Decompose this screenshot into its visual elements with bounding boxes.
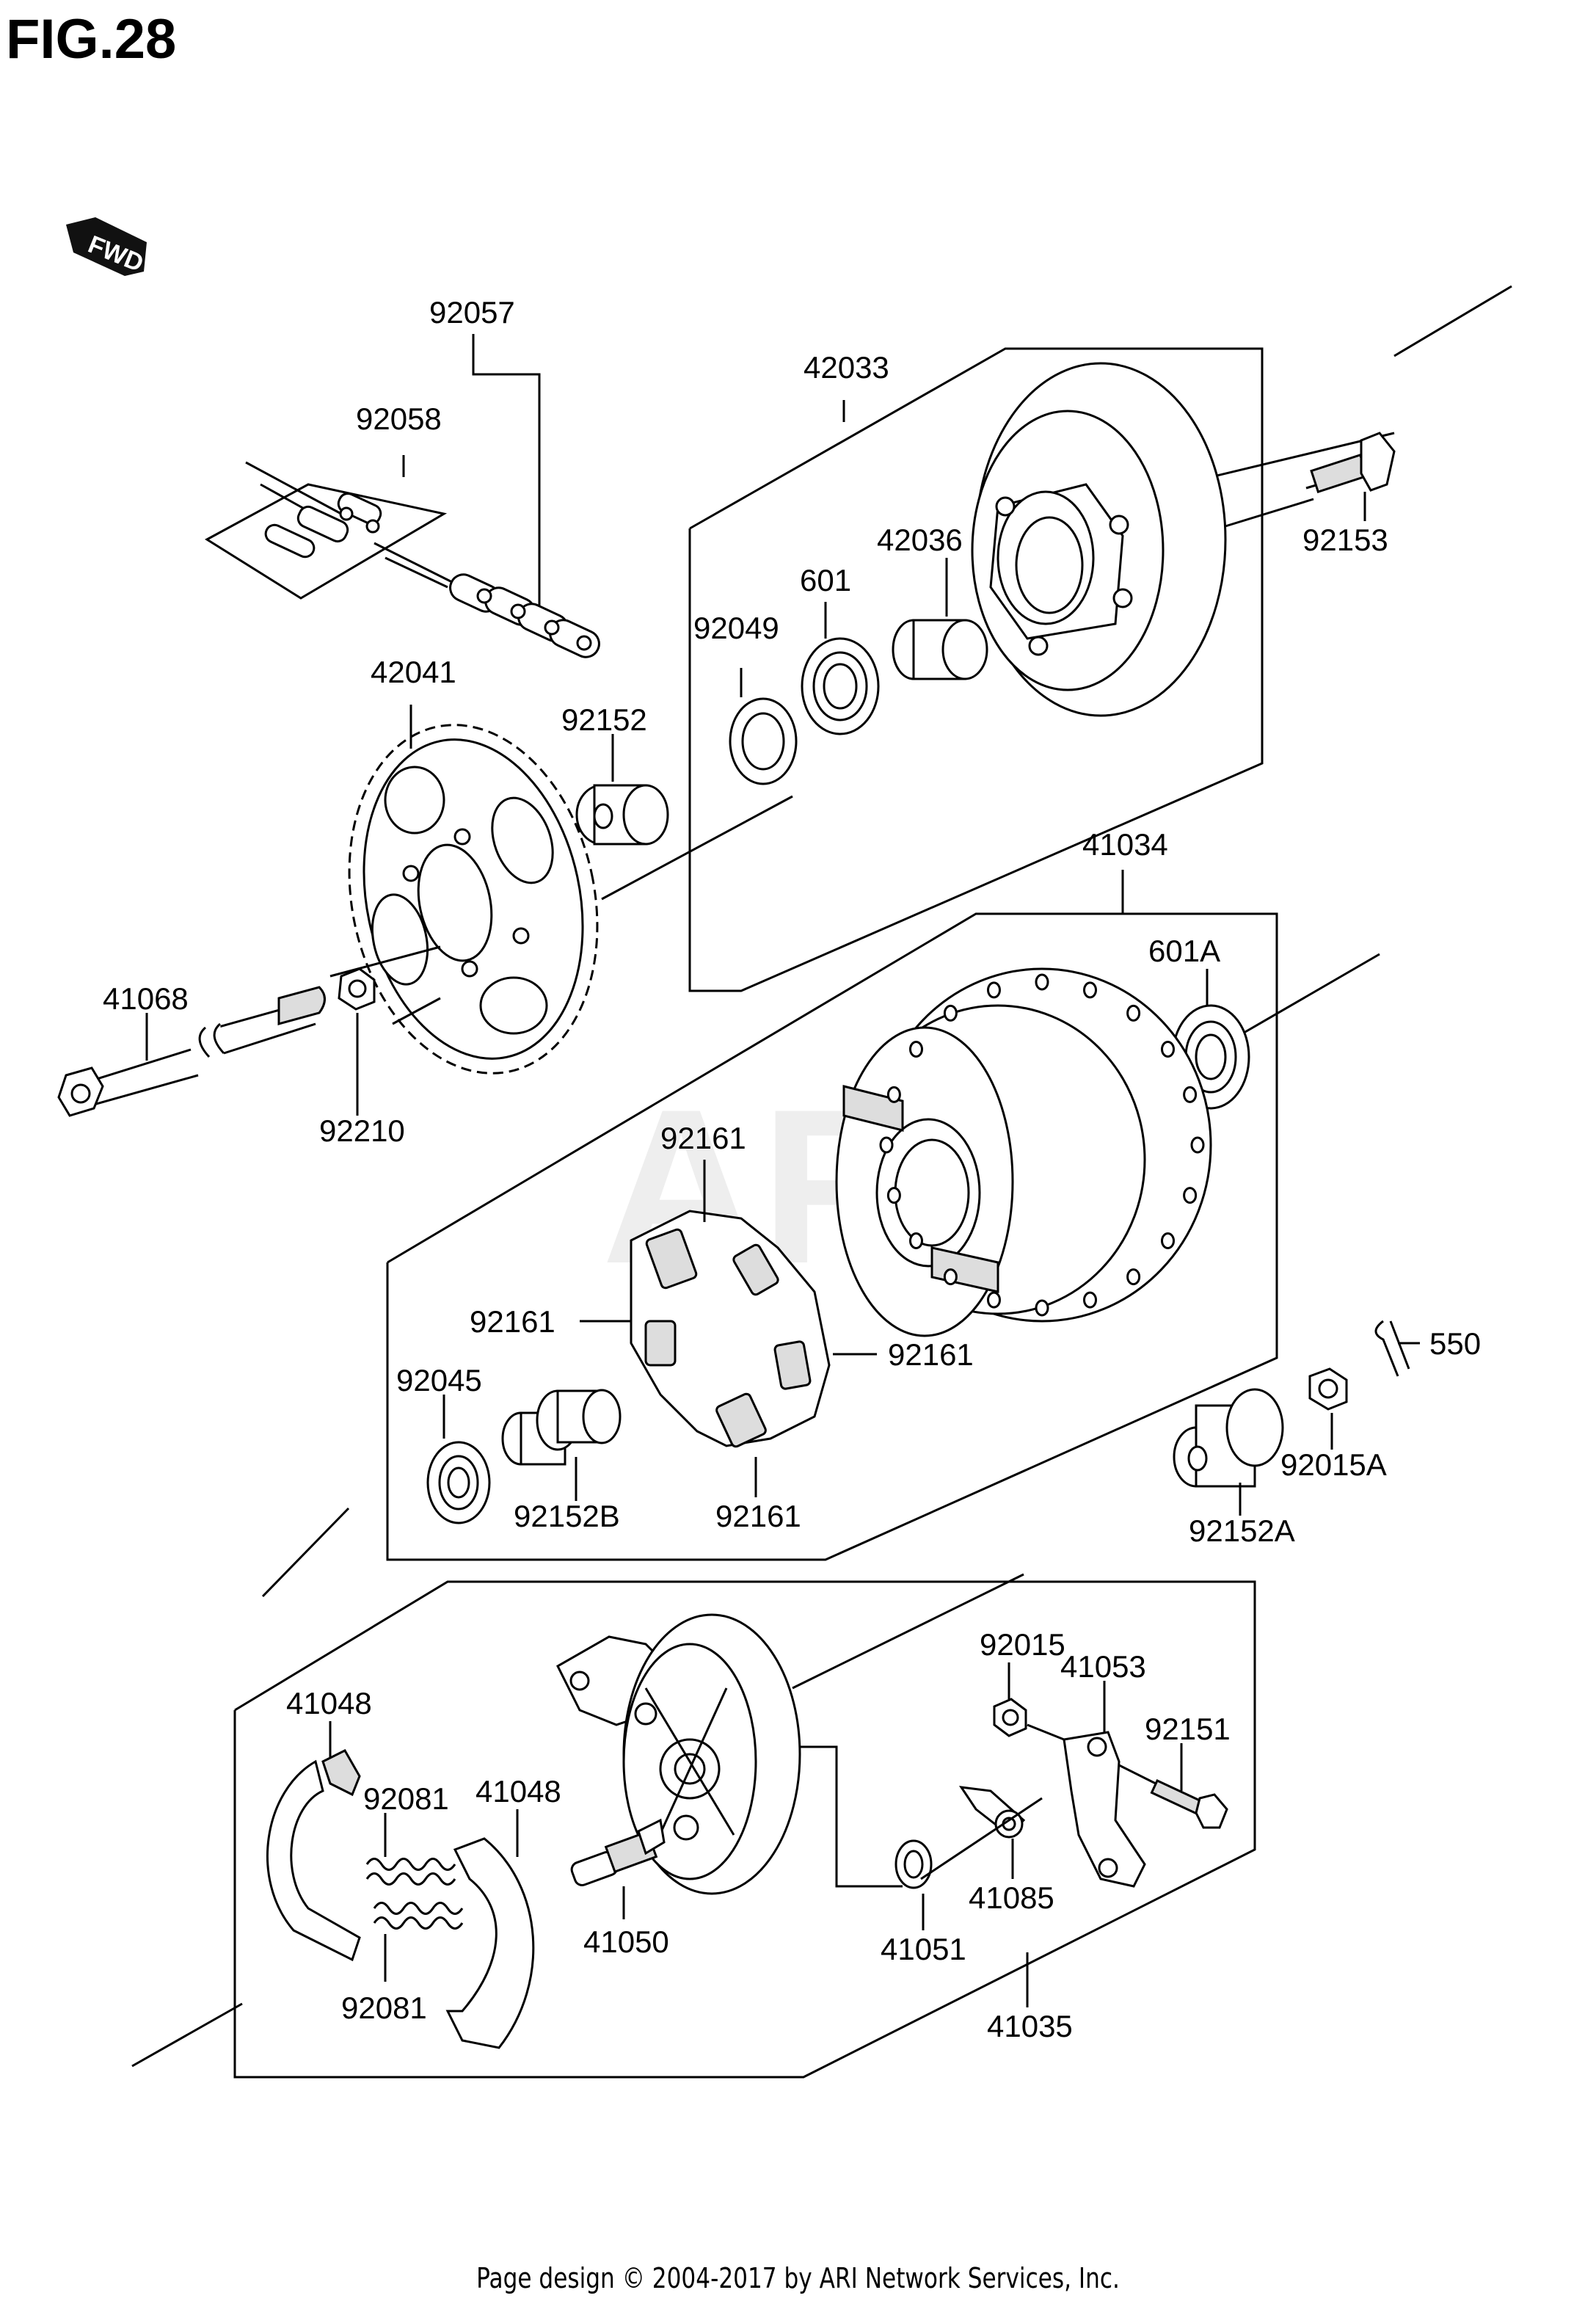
label-92049: 92049 bbox=[693, 611, 779, 645]
label-92151: 92151 bbox=[1145, 1712, 1231, 1746]
brake-panel bbox=[556, 1573, 1024, 1895]
bearing-92045 bbox=[426, 1395, 491, 1524]
spoke-hole bbox=[1161, 1041, 1176, 1058]
brake-group-frame bbox=[233, 1580, 1256, 2079]
nut-92015 bbox=[993, 1662, 1065, 1741]
rear-sprocket bbox=[348, 724, 599, 1075]
spoke-hole bbox=[943, 1004, 958, 1022]
spoke-hole bbox=[1083, 1291, 1098, 1309]
seal-41051 bbox=[894, 1839, 933, 1930]
brake-lever bbox=[1063, 1681, 1146, 1888]
label-601: 601 bbox=[800, 563, 851, 597]
spoke-hole bbox=[879, 1136, 894, 1154]
wheel-group-frame bbox=[386, 912, 1278, 1561]
label-92081-top: 92081 bbox=[363, 1781, 449, 1816]
label-92152: 92152 bbox=[561, 702, 647, 737]
spoke-hole bbox=[1083, 981, 1098, 999]
drive-chain bbox=[205, 334, 600, 658]
spoke-hole bbox=[1161, 1232, 1176, 1249]
label-601A: 601A bbox=[1148, 934, 1220, 968]
fwd-arrow-icon: FWD bbox=[66, 217, 147, 277]
label-42033: 42033 bbox=[804, 350, 889, 385]
spoke-hole bbox=[943, 1268, 958, 1286]
spoke-hole bbox=[1183, 1086, 1198, 1103]
label-41085: 41085 bbox=[969, 1880, 1054, 1915]
part-labels: 92057 92058 42033 92153 42036 601 92049 … bbox=[103, 295, 1481, 2043]
oil-seal-92049 bbox=[729, 668, 798, 785]
label-41048-left: 41048 bbox=[286, 1686, 372, 1720]
label-92152B: 92152B bbox=[514, 1499, 620, 1533]
label-92057: 92057 bbox=[429, 295, 515, 330]
hub-damper bbox=[580, 1160, 877, 1497]
cotter-pin bbox=[1374, 1320, 1420, 1377]
label-92081-bottom: 92081 bbox=[341, 1991, 427, 2025]
brake-spring-lower bbox=[373, 1902, 464, 1982]
sprocket-hub-coupling bbox=[971, 362, 1227, 717]
axle-nut-92015A bbox=[1308, 1367, 1348, 1450]
label-92058: 92058 bbox=[356, 401, 442, 436]
sprocket-nut bbox=[338, 967, 441, 1116]
label-92210: 92210 bbox=[319, 1113, 405, 1148]
spoke-hole bbox=[1190, 1136, 1205, 1154]
label-92153: 92153 bbox=[1302, 523, 1388, 557]
brake-cam bbox=[570, 1818, 666, 1919]
label-92015A: 92015A bbox=[1280, 1447, 1387, 1482]
collar-92152B bbox=[501, 1389, 622, 1501]
spoke-hole bbox=[886, 1187, 901, 1204]
footer-copyright: Page design © 2004-2017 by ARI Network S… bbox=[476, 2262, 1120, 2294]
spoke-hole bbox=[1035, 1299, 1049, 1317]
spoke-hole bbox=[1035, 973, 1049, 991]
label-92015: 92015 bbox=[980, 1627, 1065, 1662]
collar-92152 bbox=[575, 734, 669, 846]
bolt-92153 bbox=[1305, 432, 1396, 521]
label-41051: 41051 bbox=[881, 1932, 966, 1966]
bolt-92151 bbox=[1118, 1743, 1228, 1829]
spoke-hole bbox=[908, 1041, 923, 1058]
label-41035: 41035 bbox=[987, 2009, 1073, 2043]
label-92152A: 92152A bbox=[1189, 1513, 1295, 1548]
hub-group-frame bbox=[688, 347, 1264, 992]
wear-indicator bbox=[920, 1786, 1043, 1880]
label-92161-right: 92161 bbox=[888, 1337, 974, 1372]
label-41034: 41034 bbox=[1082, 827, 1168, 862]
label-42041: 42041 bbox=[371, 655, 456, 689]
bearing-601 bbox=[801, 602, 880, 735]
spoke-hole bbox=[1126, 1004, 1141, 1022]
spoke-hole bbox=[1183, 1187, 1198, 1204]
label-41048-right: 41048 bbox=[475, 1774, 561, 1808]
label-41068: 41068 bbox=[103, 981, 189, 1016]
label-41053: 41053 bbox=[1060, 1649, 1146, 1684]
spoke-hole bbox=[886, 1086, 901, 1103]
brake-shoe-left bbox=[266, 1721, 361, 1962]
brake-shoe-right bbox=[445, 1809, 535, 2049]
wheel-hub bbox=[835, 967, 1212, 1337]
collar-92152A bbox=[1173, 1388, 1284, 1516]
label-92161-top: 92161 bbox=[660, 1121, 746, 1155]
collar-42036 bbox=[892, 558, 988, 680]
figure-title: FIG.28 bbox=[6, 8, 177, 70]
label-550: 550 bbox=[1429, 1326, 1481, 1361]
spoke-hole bbox=[986, 981, 1001, 999]
spoke-hole bbox=[986, 1291, 1001, 1309]
spoke-hole bbox=[1126, 1268, 1141, 1286]
label-41050: 41050 bbox=[583, 1924, 669, 1959]
label-92045: 92045 bbox=[396, 1363, 482, 1397]
label-92161-bottom: 92161 bbox=[715, 1499, 801, 1533]
label-42036: 42036 bbox=[877, 523, 963, 557]
spoke-hole bbox=[908, 1232, 923, 1249]
brake-spring-upper bbox=[365, 1813, 456, 1886]
rear-axle bbox=[57, 945, 441, 1117]
label-92161-left: 92161 bbox=[470, 1304, 555, 1339]
